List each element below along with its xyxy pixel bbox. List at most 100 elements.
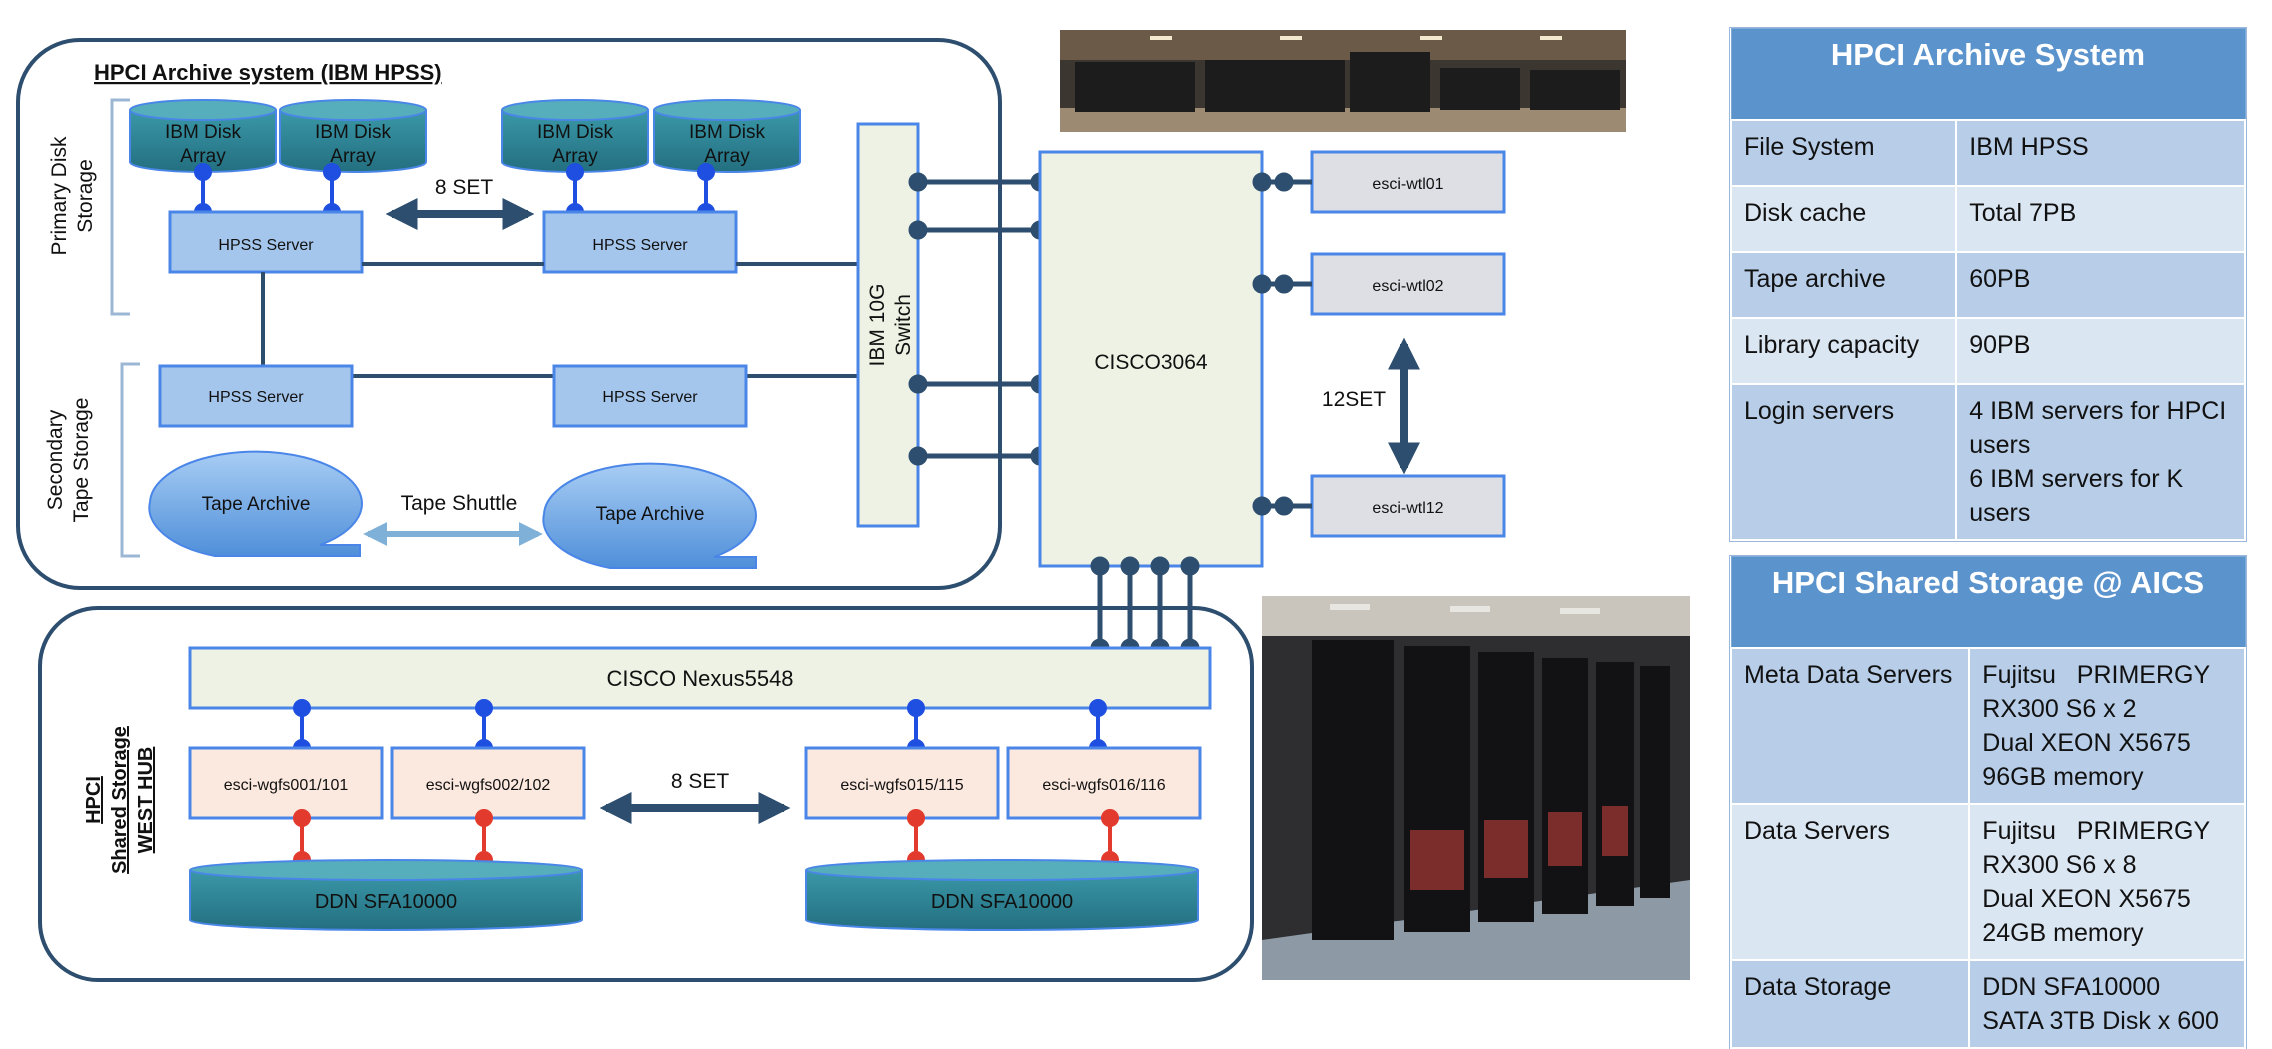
- table-row: Data Storage DDN SFA10000 SATA 3TB Disk …: [1729, 959, 2246, 1049]
- archive-system-table: HPCI Archive System File System IBM HPSS…: [1729, 27, 2247, 542]
- table-row: Disk cache Total 7PB: [1729, 185, 2246, 253]
- table-value: 90PB: [1955, 317, 2246, 385]
- wgfs-server-box: [390, 746, 586, 820]
- disk-array-label: Array: [180, 146, 226, 167]
- table-key: File System: [1729, 119, 1958, 187]
- table-value-line: DDN SFA10000: [1982, 973, 2161, 1001]
- table-value-line: users: [1969, 499, 2031, 527]
- table-value-line: 6 IBM servers for K: [1969, 465, 2184, 493]
- cisco3064-label: CISCO3064: [1094, 351, 1208, 374]
- shared-storage-table: HPCI Shared Storage @ AICS Meta Data Ser…: [1729, 555, 2247, 1049]
- table-value-line: users: [1969, 431, 2031, 459]
- archive-link-lines: [261, 262, 858, 378]
- disk-array-label: IBM Disk: [165, 122, 242, 143]
- datacenter-photo-top: [1060, 30, 1626, 132]
- table-value: Total 7PB: [1955, 185, 2246, 253]
- hpss-server-label: HPSS Server: [208, 389, 304, 406]
- table-key: Login servers: [1729, 383, 1958, 541]
- disk-array: IBM Disk Array: [279, 99, 427, 173]
- secondary-tape-label-2: Tape Storage: [70, 398, 93, 523]
- wgfs-server-box: [1006, 746, 1202, 820]
- hpss-server-box: [542, 210, 738, 274]
- ddn-storage: DDN SFA10000: [805, 859, 1199, 931]
- secondary-tape-label-1: Secondary: [44, 409, 67, 510]
- table-key: Disk cache: [1729, 185, 1958, 253]
- table-value-line: Fujitsu PRIMERGY: [1982, 661, 2211, 689]
- table-value-line: 96GB memory: [1982, 763, 2144, 791]
- table-value-line: 24GB memory: [1982, 919, 2144, 947]
- primary-set-label: 8 SET: [435, 176, 494, 199]
- table-value-line: SATA 3TB Disk x 600: [1982, 1007, 2219, 1035]
- wgfs-server-box: [188, 746, 384, 820]
- tape-shuttle-label: Tape Shuttle: [401, 492, 518, 515]
- primary-bracket: [110, 98, 130, 316]
- core-login-links: [1252, 172, 1312, 516]
- primary-disk-label-2: Storage: [74, 159, 97, 233]
- table-key: Data Servers: [1729, 803, 1971, 961]
- disk-array: IBM Disk Array: [653, 99, 801, 173]
- table-value: DDN SFA10000 SATA 3TB Disk x 600: [1968, 959, 2246, 1049]
- shared-storage-label: HPCI: [83, 776, 105, 824]
- table-row: Meta Data Servers Fujitsu PRIMERGY RX300…: [1729, 647, 2246, 805]
- login-server-label: esci-wtl12: [1372, 500, 1443, 517]
- hpss-server-box: [158, 364, 354, 428]
- disk-array-label: Array: [330, 146, 376, 167]
- disk-array-label: Array: [704, 146, 750, 167]
- table-value-line: RX300 S6 x 8: [1982, 851, 2137, 879]
- ddn-storage-label: DDN SFA10000: [931, 891, 1073, 913]
- switch-core-links: [908, 172, 1050, 466]
- login-server-box: [1310, 252, 1506, 316]
- table-value-line: Dual XEON X5675: [1982, 729, 2191, 757]
- ibm-10g-switch: [856, 122, 920, 528]
- table-key: Tape archive: [1729, 251, 1958, 319]
- table-value: IBM HPSS: [1955, 119, 2246, 187]
- cisco-nexus-switch: [188, 646, 1212, 710]
- tape-archive-label: Tape Archive: [202, 494, 311, 515]
- server-racks-photo: [1262, 596, 1690, 980]
- wgfs-server-box: [804, 746, 1000, 820]
- table-value-line: RX300 S6 x 2: [1982, 695, 2137, 723]
- disk-array-label: Array: [552, 146, 598, 167]
- disk-array-label: IBM Disk: [689, 122, 766, 143]
- table-row: Library capacity 90PB: [1729, 317, 2246, 385]
- table-value-line: Dual XEON X5675: [1982, 885, 2191, 913]
- shared-storage-label: WEST HUB: [135, 747, 157, 854]
- login-server-label: esci-wtl02: [1372, 278, 1443, 295]
- archive-title: HPCI Archive system (IBM HPSS): [94, 60, 442, 85]
- storage-table-title: HPCI Shared Storage @ AICS: [1730, 556, 2246, 649]
- table-value: 60PB: [1955, 251, 2246, 319]
- table-row: Data Servers Fujitsu PRIMERGY RX300 S6 x…: [1729, 803, 2246, 961]
- archive-table-title: HPCI Archive System: [1730, 28, 2246, 121]
- ddn-storage-label: DDN SFA10000: [315, 891, 457, 913]
- table-key: Meta Data Servers: [1729, 647, 1971, 805]
- shared-set-label: 8 SET: [671, 770, 730, 793]
- login-server-box: [1310, 150, 1506, 214]
- table-row: File System IBM HPSS: [1729, 119, 2246, 187]
- table-value: 4 IBM servers for HPCI users 6 IBM serve…: [1955, 383, 2246, 541]
- disk-array-label: IBM Disk: [315, 122, 392, 143]
- hpss-server-label: HPSS Server: [218, 237, 314, 254]
- table-value-line: Fujitsu PRIMERGY: [1982, 817, 2211, 845]
- tape-archive: Tape Archive: [542, 462, 757, 569]
- secondary-bracket: [120, 362, 140, 558]
- disk-array: IBM Disk Array: [501, 99, 649, 173]
- wgfs-server-label: esci-wgfs016/116: [1042, 777, 1165, 794]
- login-set-label: 12SET: [1322, 388, 1386, 411]
- hpss-server-box: [168, 210, 364, 274]
- table-value: Fujitsu PRIMERGY RX300 S6 x 8 Dual XEON …: [1968, 803, 2246, 961]
- shared-storage-label: Shared Storage: [109, 726, 131, 874]
- table-key: Library capacity: [1729, 317, 1958, 385]
- cisco-nexus-label: CISCO Nexus5548: [606, 666, 793, 691]
- table-key: Data Storage: [1729, 959, 1971, 1049]
- wgfs-server-label: esci-wgfs015/115: [840, 777, 963, 794]
- table-row: Login servers 4 IBM servers for HPCI use…: [1729, 383, 2246, 541]
- disk-array-label: IBM Disk: [537, 122, 614, 143]
- wgfs-server-label: esci-wgfs002/102: [426, 777, 551, 794]
- disk-array: IBM Disk Array: [129, 99, 277, 173]
- tape-archive-label: Tape Archive: [596, 504, 705, 525]
- switch-label: Switch: [892, 294, 915, 356]
- hpss-server-label: HPSS Server: [602, 389, 698, 406]
- wgfs-server-label: esci-wgfs001/101: [224, 777, 349, 794]
- login-server-label: esci-wtl01: [1372, 176, 1443, 193]
